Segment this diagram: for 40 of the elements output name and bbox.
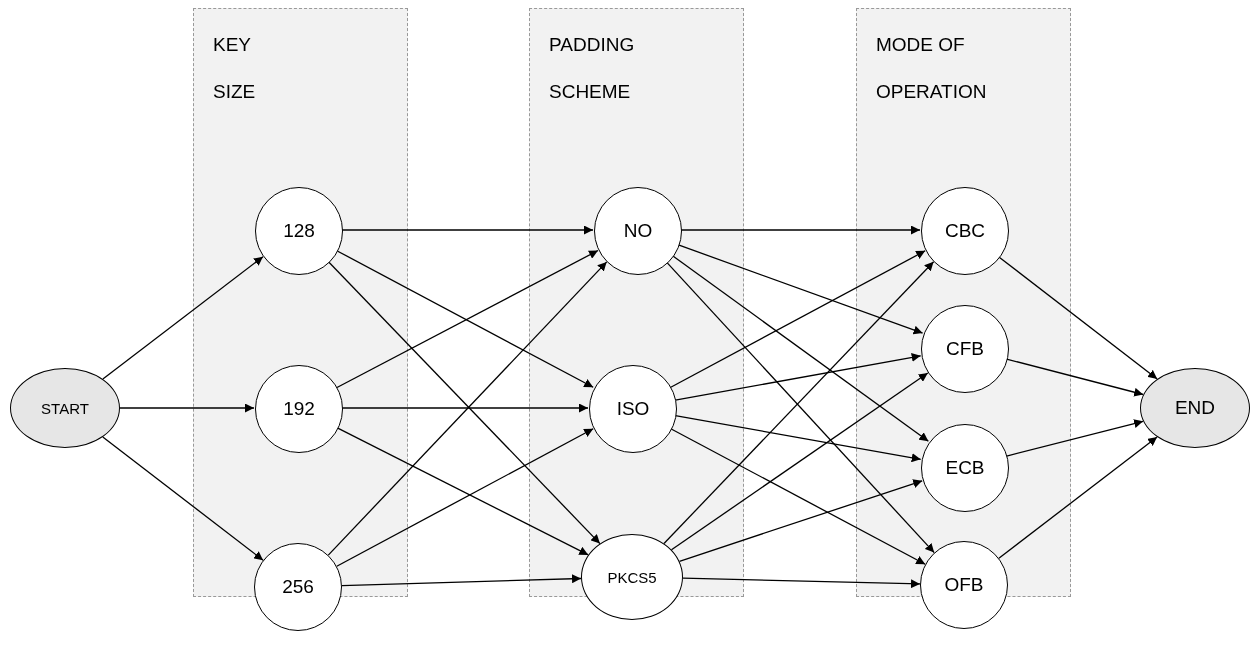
arrow — [102, 436, 264, 561]
arrow — [341, 574, 582, 587]
arrow — [670, 428, 926, 565]
arrow — [682, 577, 921, 589]
band-heading: MODE OF OPERATION — [876, 33, 988, 104]
arrow — [674, 415, 922, 463]
arrow — [678, 479, 923, 562]
arrow — [1005, 419, 1144, 457]
arrow — [670, 250, 926, 388]
state-circle — [1140, 368, 1250, 448]
node-label: 192 — [283, 398, 315, 420]
node-label: PKCS5 — [607, 568, 657, 586]
node-label: END — [1174, 397, 1216, 419]
arrow — [670, 372, 929, 551]
state-circle — [594, 187, 682, 275]
node-label: CBC — [944, 220, 986, 242]
node-label: CFB — [946, 338, 984, 360]
node-label: NO — [623, 220, 653, 242]
arrow — [119, 403, 255, 413]
arrow — [341, 225, 594, 235]
node-label: ECB — [945, 457, 985, 479]
arrow — [998, 256, 1158, 380]
node-label: 256 — [282, 576, 314, 598]
arrow — [341, 403, 589, 413]
node-label: OFB — [944, 574, 984, 596]
arrow — [674, 352, 922, 401]
arrow — [998, 436, 1158, 559]
arrow — [671, 255, 930, 442]
node-label: 128 — [283, 220, 315, 242]
group-band — [856, 8, 1071, 597]
node-label: START — [41, 399, 89, 417]
arrow — [680, 225, 921, 235]
band-heading: PADDING SCHEME — [549, 33, 636, 104]
arrow — [1005, 358, 1144, 397]
group-band — [529, 8, 744, 597]
group-band — [193, 8, 408, 597]
node-label: ISO — [616, 398, 650, 420]
arrow — [677, 244, 924, 335]
arrow — [102, 256, 264, 380]
band-heading: KEY SIZE — [213, 33, 257, 104]
